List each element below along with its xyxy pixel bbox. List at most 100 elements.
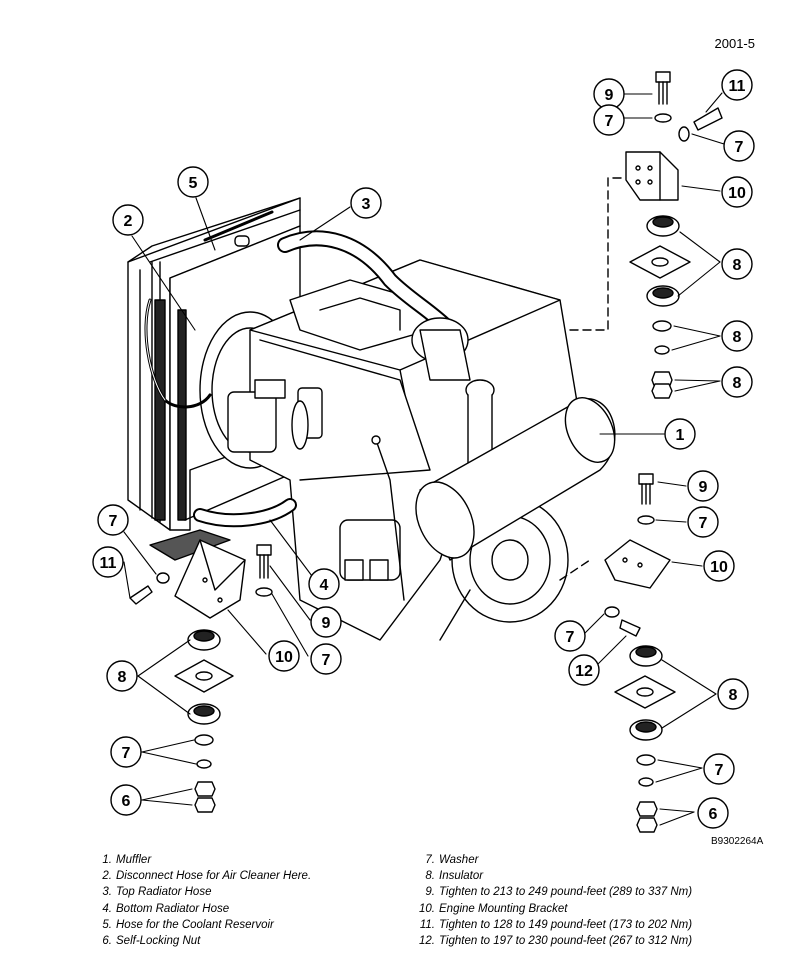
legend-item-text: Tighten to 128 to 149 pound-feet (173 to… xyxy=(439,918,693,931)
svg-text:1: 1 xyxy=(676,427,685,444)
svg-text:6: 6 xyxy=(709,806,718,823)
legend-item-number: 11. xyxy=(419,918,435,931)
callout-6-right: 6 xyxy=(697,797,729,829)
callout-8-left: 8 xyxy=(106,660,138,692)
callout-8-right: 8 xyxy=(717,678,749,710)
legend-item: 7. Washer xyxy=(415,852,692,868)
callout-12: 12 xyxy=(568,654,600,686)
legend-item-text: Insulator xyxy=(439,870,484,883)
legend-item-text: Engine Mounting Bracket xyxy=(439,902,568,915)
callout-7-right-mid: 7 xyxy=(554,620,586,652)
legend-item-text: Washer xyxy=(439,854,479,866)
callout-7-left-top: 7 xyxy=(97,504,129,536)
legend-item-number: 3. xyxy=(102,886,112,899)
svg-text:7: 7 xyxy=(605,113,614,130)
legend-item-number: 9. xyxy=(425,886,435,899)
callout-7-left-mid: 7 xyxy=(310,643,342,675)
callout-5: 5 xyxy=(177,166,209,198)
callout-8-top-b: 8 xyxy=(721,320,753,352)
svg-text:7: 7 xyxy=(566,629,575,646)
callout-11-left: 11 xyxy=(92,546,124,578)
engine-mount-exploded-diagram: 1 2 3 4 5 9 7 11 7 10 8 8 8 9 7 10 7 12 … xyxy=(92,69,755,833)
svg-text:11: 11 xyxy=(729,78,746,95)
legend-item-text: Bottom Radiator Hose xyxy=(116,902,230,915)
callout-11-top: 11 xyxy=(721,69,753,101)
callout-2: 2 xyxy=(112,204,144,236)
legend-item: 11. Tighten to 128 to 149 pound-feet (173… xyxy=(415,917,692,933)
callout-3: 3 xyxy=(350,187,382,219)
legend-item: 4. Bottom Radiator Hose xyxy=(88,901,311,917)
svg-text:9: 9 xyxy=(322,615,331,632)
svg-text:10: 10 xyxy=(275,649,293,666)
legend-item-number: 2. xyxy=(102,870,112,883)
svg-text:10: 10 xyxy=(710,559,728,576)
callout-7-right: 7 xyxy=(687,506,719,538)
svg-text:2: 2 xyxy=(124,213,133,230)
callout-7-right-low: 7 xyxy=(703,753,735,785)
svg-text:8: 8 xyxy=(733,375,742,392)
page-number: 2001-5 xyxy=(714,36,755,51)
svg-text:8: 8 xyxy=(118,669,127,686)
legend-item-number: 1. xyxy=(102,854,112,866)
figure-id: B9302264A xyxy=(711,836,764,847)
svg-text:7: 7 xyxy=(322,652,331,669)
legend-item-number: 5. xyxy=(102,918,112,931)
svg-text:9: 9 xyxy=(605,87,614,104)
svg-text:7: 7 xyxy=(109,513,118,530)
leader-lines xyxy=(123,92,725,826)
legend-item-number: 10. xyxy=(419,902,435,915)
callout-7-top-right: 7 xyxy=(723,130,755,162)
callouts: 1 2 3 4 5 9 7 11 7 10 8 8 8 9 7 10 7 12 … xyxy=(92,69,755,829)
svg-text:8: 8 xyxy=(733,329,742,346)
svg-text:9: 9 xyxy=(699,479,708,496)
muffler xyxy=(415,397,616,561)
legend-item: 9. Tighten to 213 to 249 pound-feet (289 … xyxy=(415,884,692,900)
legend-item: 2. Disconnect Hose for Air Cleaner Here. xyxy=(88,868,311,884)
legend-item-text: Disconnect Hose for Air Cleaner Here. xyxy=(116,870,312,883)
engine-block xyxy=(149,230,581,641)
legend-item-number: 4. xyxy=(102,902,112,915)
legend-left: 1. Muffler 2. Disconnect Hose for Air Clean… xyxy=(88,852,311,949)
svg-text:5: 5 xyxy=(189,175,198,192)
legend-item-number: 6. xyxy=(102,935,112,948)
svg-text:8: 8 xyxy=(729,687,738,704)
callout-10-right: 10 xyxy=(703,550,735,582)
callout-7-left-low: 7 xyxy=(110,736,142,768)
svg-text:8: 8 xyxy=(733,257,742,274)
svg-text:12: 12 xyxy=(575,663,593,680)
callout-10-top: 10 xyxy=(721,176,753,208)
legend-item-text: Top Radiator Hose xyxy=(116,886,212,899)
svg-text:3: 3 xyxy=(362,196,371,213)
svg-text:4: 4 xyxy=(320,577,329,594)
callout-4: 4 xyxy=(308,568,340,600)
svg-text:7: 7 xyxy=(715,762,724,779)
callout-8-top-c: 8 xyxy=(721,366,753,398)
legend-item: 6. Self-Locking Nut xyxy=(88,933,311,949)
svg-text:6: 6 xyxy=(122,793,131,810)
legend-item: 12. Tighten to 197 to 230 pound-feet (267… xyxy=(415,933,692,949)
legend-item: 1. Muffler xyxy=(88,852,311,868)
legend-item: 8.Insulator xyxy=(415,868,692,884)
callout-10-left: 10 xyxy=(268,640,300,672)
legend-item-text: Tighten to 197 to 230 pound-feet (267 to… xyxy=(439,935,693,948)
legend-item-text: Self-Locking Nut xyxy=(116,935,201,948)
legend-right: 7. Washer 8.Insulator 9. Tighten to 213 to 2… xyxy=(415,852,692,949)
callout-1: 1 xyxy=(664,418,696,450)
legend-item: 5. Hose for the Coolant Reservoir xyxy=(88,917,311,933)
callout-8-top-a: 8 xyxy=(721,248,753,280)
callout-6-left: 6 xyxy=(110,784,142,816)
callout-9-left: 9 xyxy=(310,606,342,638)
legend-item: 3. Top Radiator Hose xyxy=(88,884,311,900)
legend-item-text: Muffler xyxy=(116,854,152,866)
legend-item-text: Tighten to 213 to 249 pound-feet (289 to… xyxy=(439,886,693,899)
legend-item-number: 7. xyxy=(425,854,435,866)
callout-7-top-left: 7 xyxy=(593,104,625,136)
left-lower-mount-stack xyxy=(129,539,273,813)
legend-item-text: Hose for the Coolant Reservoir xyxy=(116,918,274,931)
svg-text:10: 10 xyxy=(728,185,746,202)
svg-text:11: 11 xyxy=(100,555,117,572)
callout-9-right: 9 xyxy=(687,470,719,502)
top-right-mount-stack xyxy=(625,71,723,399)
svg-text:7: 7 xyxy=(122,745,131,762)
legend-item-number: 12. xyxy=(419,935,435,948)
